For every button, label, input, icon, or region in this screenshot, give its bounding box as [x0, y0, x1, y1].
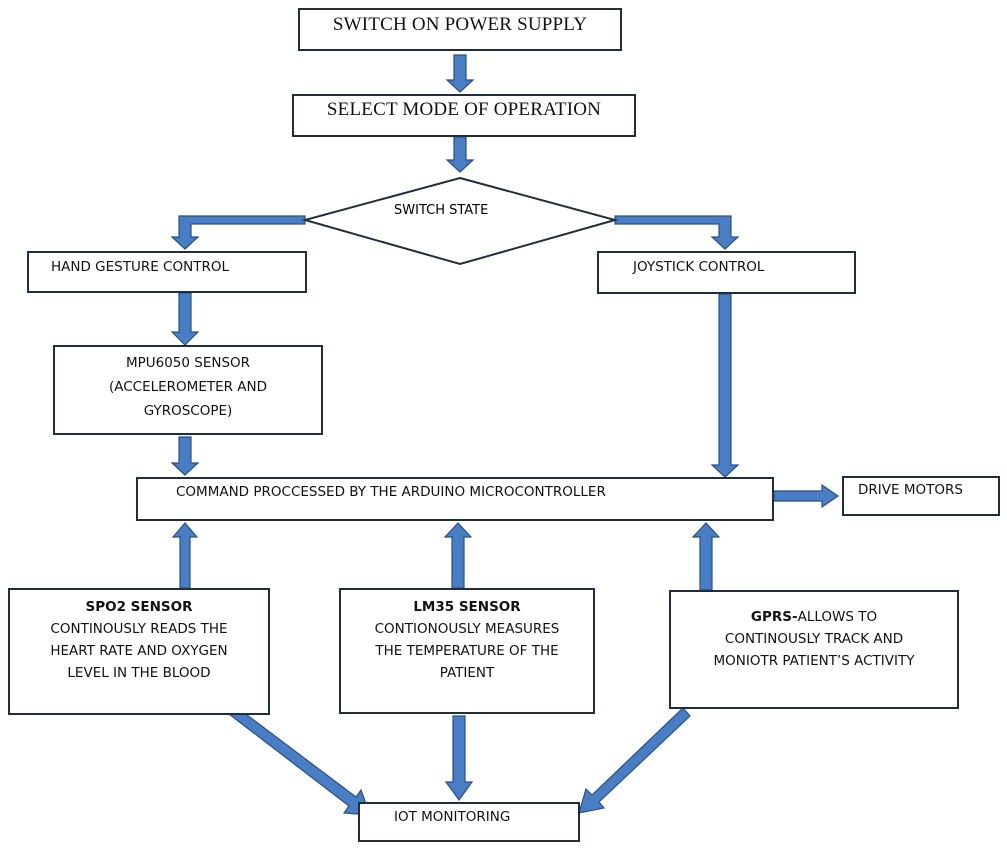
arrow-spo2-to-arduino: [171, 522, 199, 589]
drive-motors-label: DRIVE MOTORS: [858, 482, 963, 498]
iot-monitoring-box: IOT MONITORING: [358, 802, 580, 842]
hand-gesture-box: HAND GESTURE CONTROL: [27, 251, 307, 293]
lm35-title: LM35 SENSOR: [413, 599, 521, 615]
gprs-line-3: MONIOTR PATIENT’S ACTIVITY: [713, 653, 915, 669]
arduino-box: COMMAND PROCCESSED BY THE ARDUINO MICROC…: [136, 477, 774, 521]
joystick-box: JOYSTICK CONTROL: [597, 251, 856, 294]
spo2-line-3: LEVEL IN THE BLOOD: [67, 665, 211, 681]
lm35-line-1: CONTIONOUSLY MEASURES: [374, 621, 560, 637]
arrow-gesture-to-mpu: [170, 292, 200, 346]
arrow-lm35-to-arduino: [443, 522, 473, 589]
arrow-spo2-to-iot: [228, 705, 371, 816]
arrow-mode-to-switch: [445, 136, 475, 173]
arduino-label: COMMAND PROCCESSED BY THE ARDUINO MICROC…: [176, 484, 606, 500]
arrow-mpu-to-arduino: [170, 436, 200, 476]
mpu6050-line-3: GYROSCOPE): [143, 403, 233, 419]
lm35-line-2: THE TEMPERATURE OF THE: [375, 643, 559, 659]
gprs-line-2: CONTINOUSLY TRACK AND: [724, 631, 904, 647]
power-supply-label: SWITCH ON POWER SUPPLY: [332, 14, 588, 35]
gprs-title: GPRS-: [750, 609, 798, 625]
arrow-lm35-to-iot: [444, 715, 474, 802]
arrow-switch-to-gesture: [170, 215, 306, 250]
joystick-label: JOYSTICK CONTROL: [633, 259, 765, 275]
power-supply-box: SWITCH ON POWER SUPPLY: [298, 8, 622, 51]
lm35-box: LM35 SENSOR CONTIONOUSLY MEASURES THE TE…: [339, 588, 595, 714]
arrow-gprs-to-iot: [578, 707, 691, 814]
iot-monitoring-label: IOT MONITORING: [394, 809, 511, 825]
spo2-box: SPO2 SENSOR CONTINOUSLY READS THE HEART …: [8, 588, 270, 715]
hand-gesture-label: HAND GESTURE CONTROL: [51, 259, 229, 275]
select-mode-label: SELECT MODE OF OPERATION: [326, 99, 602, 120]
drive-motors-box: DRIVE MOTORS: [842, 476, 1000, 516]
gprs-line-1-rest: ALLOWS TO: [797, 609, 878, 625]
arrow-joystick-to-arduino: [710, 293, 740, 478]
mpu6050-line-1: MPU6050 SENSOR: [125, 355, 251, 371]
arrow-power-to-mode: [445, 54, 475, 93]
switch-state-label: SWITCH STATE: [394, 203, 489, 218]
spo2-line-2: HEART RATE AND OXYGEN: [50, 643, 228, 659]
arrow-gprs-to-arduino: [691, 522, 721, 591]
spo2-line-1: CONTINOUSLY READS THE: [50, 621, 228, 637]
select-mode-box: SELECT MODE OF OPERATION: [292, 94, 636, 137]
mpu6050-line-2: (ACCELEROMETER AND: [108, 379, 268, 395]
gprs-box: GPRS-ALLOWS TO CONTINOUSLY TRACK AND MON…: [669, 590, 959, 709]
mpu6050-box: MPU6050 SENSOR (ACCELEROMETER AND GYROSC…: [53, 345, 323, 435]
arrow-switch-to-joystick: [614, 215, 740, 250]
gprs-line-1: GPRS-ALLOWS TO: [671, 606, 957, 628]
spo2-title: SPO2 SENSOR: [85, 599, 193, 615]
switch-state-diamond: [301, 176, 619, 266]
lm35-line-3: PATIENT: [439, 665, 495, 681]
arrow-arduino-to-motors: [773, 483, 840, 509]
